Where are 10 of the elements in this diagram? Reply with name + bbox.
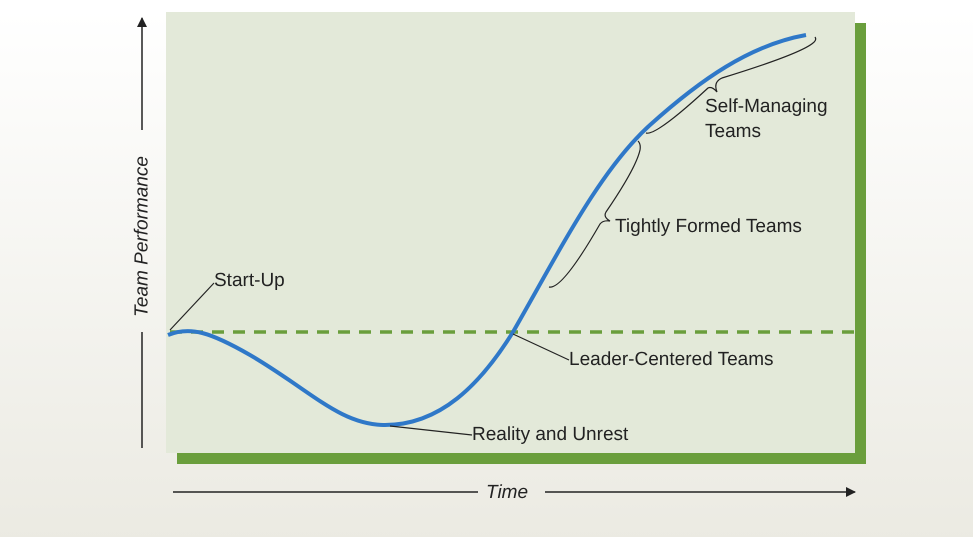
axis-title: Team Performance <box>130 155 154 319</box>
stage-label: Tightly Formed Teams <box>615 215 803 239</box>
stage-label: Leader-Centered Teams <box>569 348 774 372</box>
leader-line <box>170 282 214 330</box>
stage-label: Start-Up <box>214 269 285 293</box>
leader-line <box>390 425 472 436</box>
stage-label: Self-Managing Teams <box>705 95 829 144</box>
stage-label: Reality and Unrest <box>472 423 628 447</box>
axis-title: Time <box>486 481 530 505</box>
leader-line <box>512 333 570 361</box>
